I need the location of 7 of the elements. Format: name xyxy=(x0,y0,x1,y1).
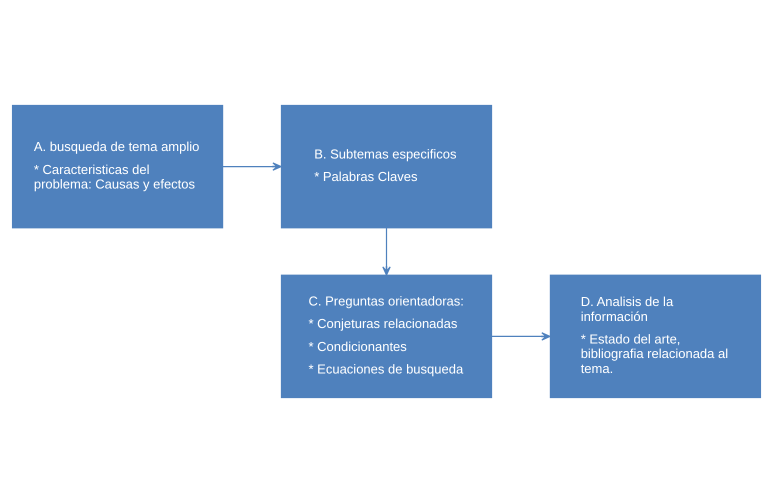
node-box: A. busqueda de tema amplio * Caracteristicas del problema: Causas y efectos xyxy=(12,104,224,228)
node-box: C. Preguntas orientadoras: * Conjeturas relacionadas * Condicionantes * Ecuaciones de busqueda xyxy=(280,274,492,398)
node-box: B. Subtemas especificos * Palabras Claves xyxy=(280,104,492,228)
arrow xyxy=(222,162,282,170)
arrow xyxy=(492,332,551,340)
node-box: D. Analisis de la información * Estado del arte, bibliografia relacionada al tema. xyxy=(550,274,762,398)
arrow xyxy=(382,228,391,276)
